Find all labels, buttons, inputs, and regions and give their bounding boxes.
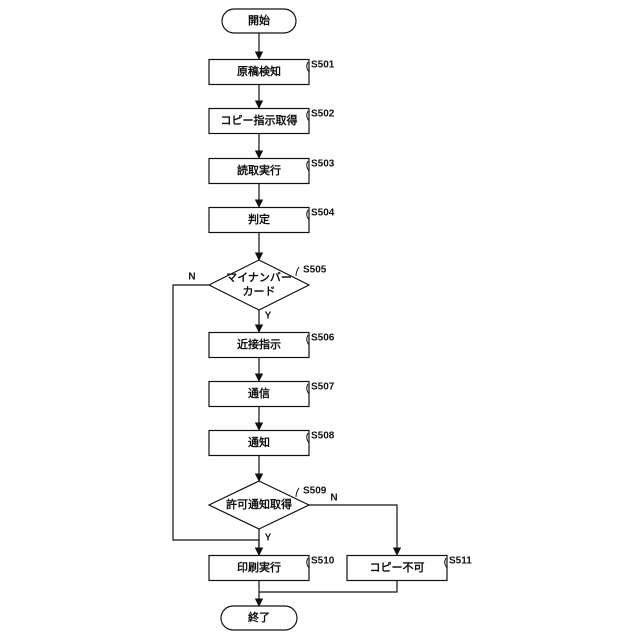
- node-s509: 許可通知取得 S509: [209, 481, 327, 529]
- node-s501: 原稿検知 S501: [209, 60, 335, 85]
- node-s504: 判定 S504: [209, 208, 335, 233]
- node-label: 許可通知取得: [226, 497, 292, 511]
- node-label: 原稿検知: [237, 64, 281, 78]
- node-label: 通知: [248, 435, 270, 449]
- edge-label: N: [188, 272, 195, 283]
- step-number-label: S504: [311, 208, 335, 219]
- node-s507: 通信 S507: [209, 382, 335, 407]
- edge-line: [259, 581, 397, 592]
- step-number-label: S503: [311, 159, 335, 170]
- node-label: 印刷実行: [237, 560, 281, 574]
- node-s502: コピー指示取得 S502: [209, 109, 335, 134]
- node-s510: 印刷実行 S510: [209, 556, 335, 581]
- node-s508: 通知 S508: [209, 431, 335, 456]
- step-number-label: S511: [449, 556, 472, 567]
- step-number-label: S501: [311, 60, 335, 71]
- step-number-label: S506: [311, 333, 335, 344]
- step-number-label: S507: [311, 382, 335, 393]
- node-label: 開始: [248, 13, 270, 27]
- node-label: コピー指示取得: [221, 113, 298, 127]
- edge-s505-to-s506: Y: [259, 310, 272, 332]
- node-label: 近接指示: [237, 337, 281, 351]
- step-leader-line: [296, 267, 299, 276]
- node-label: 判定: [248, 212, 270, 226]
- edge-label: N: [330, 493, 337, 504]
- step-number-label: S505: [303, 265, 327, 276]
- edge-line: [309, 505, 397, 555]
- node-label: 終了: [248, 610, 270, 624]
- nodes-layer: 開始原稿検知 S501 コピー指示取得 S502 読取実行 S503 判定 S504 マイナンバ…: [209, 9, 472, 630]
- edge-s509-to-s510: Y: [259, 529, 272, 555]
- step-leader-line: [296, 488, 299, 497]
- node-s506: 近接指示 S506: [209, 333, 335, 358]
- edge-label: Y: [265, 311, 272, 322]
- node-s503: 読取実行 S503: [209, 159, 335, 184]
- edge-label: Y: [265, 533, 272, 544]
- step-number-label: S502: [311, 109, 335, 120]
- step-number-label: S508: [311, 431, 335, 442]
- node-s505: マイナンバーカードS505: [209, 260, 327, 310]
- node-label: コピー不可: [370, 561, 425, 574]
- node-label: 通信: [248, 386, 270, 400]
- step-number-label: S509: [303, 486, 327, 497]
- node-label: 読取実行: [237, 163, 281, 177]
- step-number-label: S510: [311, 556, 335, 567]
- node-start: 開始: [222, 9, 296, 33]
- node-end: 終了: [221, 606, 297, 630]
- edge-s509-to-s511: N: [309, 493, 397, 555]
- edge-s511-to-end: [259, 581, 397, 592]
- node-s511: コピー不可 S511: [347, 556, 472, 581]
